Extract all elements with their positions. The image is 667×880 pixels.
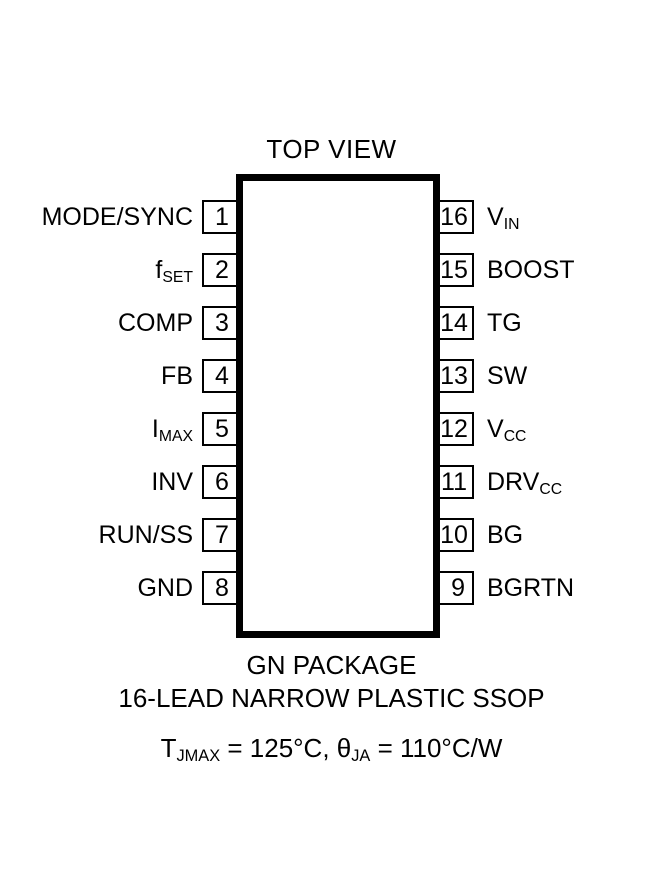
pin-label-text: RUN/SS — [98, 520, 193, 549]
pin-label-1: MODE/SYNC — [41, 202, 193, 231]
pin-row-15: 15 BOOST — [434, 253, 667, 287]
theta-symbol: θ — [336, 733, 352, 763]
package-body-outline — [236, 174, 440, 638]
tjmax-prefix: T — [160, 733, 177, 763]
thermal-spec: TJMAX = 125°C, θJA = 110°C/W — [0, 733, 667, 766]
pin-row-5: IMAX 5 — [0, 412, 242, 446]
pin-label-text: GND — [137, 573, 193, 602]
top-view-title-text: TOP VIEW — [266, 134, 397, 164]
thermal-spec-text: TJMAX = 125°C, θJA = 110°C/W — [160, 733, 503, 766]
pin-label-text: COMP — [118, 308, 193, 337]
pin-label-text: MODE/SYNC — [41, 202, 193, 231]
pin-label-text: SW — [487, 361, 528, 390]
pin-label-16: VIN — [487, 202, 520, 233]
pin-number-box-9: 9 — [434, 571, 474, 605]
pin-label-5: IMAX — [151, 414, 193, 445]
pin-row-8: GND 8 — [0, 571, 242, 605]
pin-label-text: f — [155, 255, 163, 284]
pin-number-box-1: 1 — [202, 200, 242, 234]
pin-label-14: TG — [487, 308, 522, 337]
package-name-text: GN PACKAGE — [246, 650, 417, 680]
pin-number-box-10: 10 — [434, 518, 474, 552]
pin-label-3: COMP — [118, 308, 193, 337]
pin-row-2: fSET 2 — [0, 253, 242, 287]
pin-label-2: fSET — [155, 255, 193, 286]
pin-row-7: RUN/SS 7 — [0, 518, 242, 552]
pin-number-box-16: 16 — [434, 200, 474, 234]
pin-label-text: BOOST — [487, 255, 575, 284]
pin-row-12: 12 VCC — [434, 412, 667, 446]
pin-label-7: RUN/SS — [98, 520, 193, 549]
pin-row-3: COMP 3 — [0, 306, 242, 340]
pin-label-subscript: MAX — [158, 427, 193, 445]
pin-number-box-13: 13 — [434, 359, 474, 393]
pin-label-12: VCC — [487, 414, 527, 445]
pin-number-box-11: 11 — [434, 465, 474, 499]
pin-label-13: SW — [487, 361, 528, 390]
pin-number-box-3: 3 — [202, 306, 242, 340]
theta-value: = 110°C/W — [370, 733, 503, 763]
pin-row-13: 13 SW — [434, 359, 667, 393]
package-name: GN PACKAGE — [0, 650, 667, 681]
pin-label-text: FB — [161, 361, 193, 390]
pin-number-box-7: 7 — [202, 518, 242, 552]
pin-label-subscript: CC — [503, 427, 527, 445]
pin-label-8: GND — [137, 573, 193, 602]
pin-label-subscript: CC — [539, 480, 563, 498]
pin-row-11: 11 DRVCC — [434, 465, 667, 499]
pin-number-box-8: 8 — [202, 571, 242, 605]
pin-label-subscript: IN — [503, 215, 520, 233]
pin-label-text: DRV — [487, 467, 540, 496]
package-description: 16-LEAD NARROW PLASTIC SSOP — [0, 683, 667, 714]
pin-row-9: 9 BGRTN — [434, 571, 667, 605]
theta-subscript: JA — [351, 747, 371, 766]
pin-number-box-15: 15 — [434, 253, 474, 287]
pin-number-box-5: 5 — [202, 412, 242, 446]
pin-label-text: INV — [151, 467, 193, 496]
pin-label-6: INV — [151, 467, 193, 496]
pin-row-16: 16 VIN — [434, 200, 667, 234]
pin-label-text: I — [151, 414, 159, 443]
pin-number-box-12: 12 — [434, 412, 474, 446]
pin-label-text: TG — [487, 308, 522, 337]
pin-label-15: BOOST — [487, 255, 575, 284]
pin-row-1: MODE/SYNC 1 — [0, 200, 242, 234]
tjmax-value: = 125°C, — [220, 733, 337, 763]
pin-label-4: FB — [161, 361, 193, 390]
pin-row-14: 14 TG — [434, 306, 667, 340]
pin-label-10: BG — [487, 520, 524, 549]
pin-number-box-2: 2 — [202, 253, 242, 287]
tjmax-subscript: JMAX — [176, 747, 221, 766]
pin-label-9: BGRTN — [487, 573, 575, 602]
package-description-text: 16-LEAD NARROW PLASTIC SSOP — [118, 683, 545, 713]
pin-label-subscript: SET — [162, 268, 193, 286]
pin-number-box-14: 14 — [434, 306, 474, 340]
pin-label-text: BGRTN — [487, 573, 575, 602]
pin-label-11: DRVCC — [487, 467, 563, 498]
pin-label-text: V — [487, 202, 504, 231]
top-view-title: TOP VIEW — [0, 134, 667, 165]
pin-row-10: 10 BG — [434, 518, 667, 552]
pin-label-text: BG — [487, 520, 524, 549]
pin-label-text: V — [487, 414, 504, 443]
